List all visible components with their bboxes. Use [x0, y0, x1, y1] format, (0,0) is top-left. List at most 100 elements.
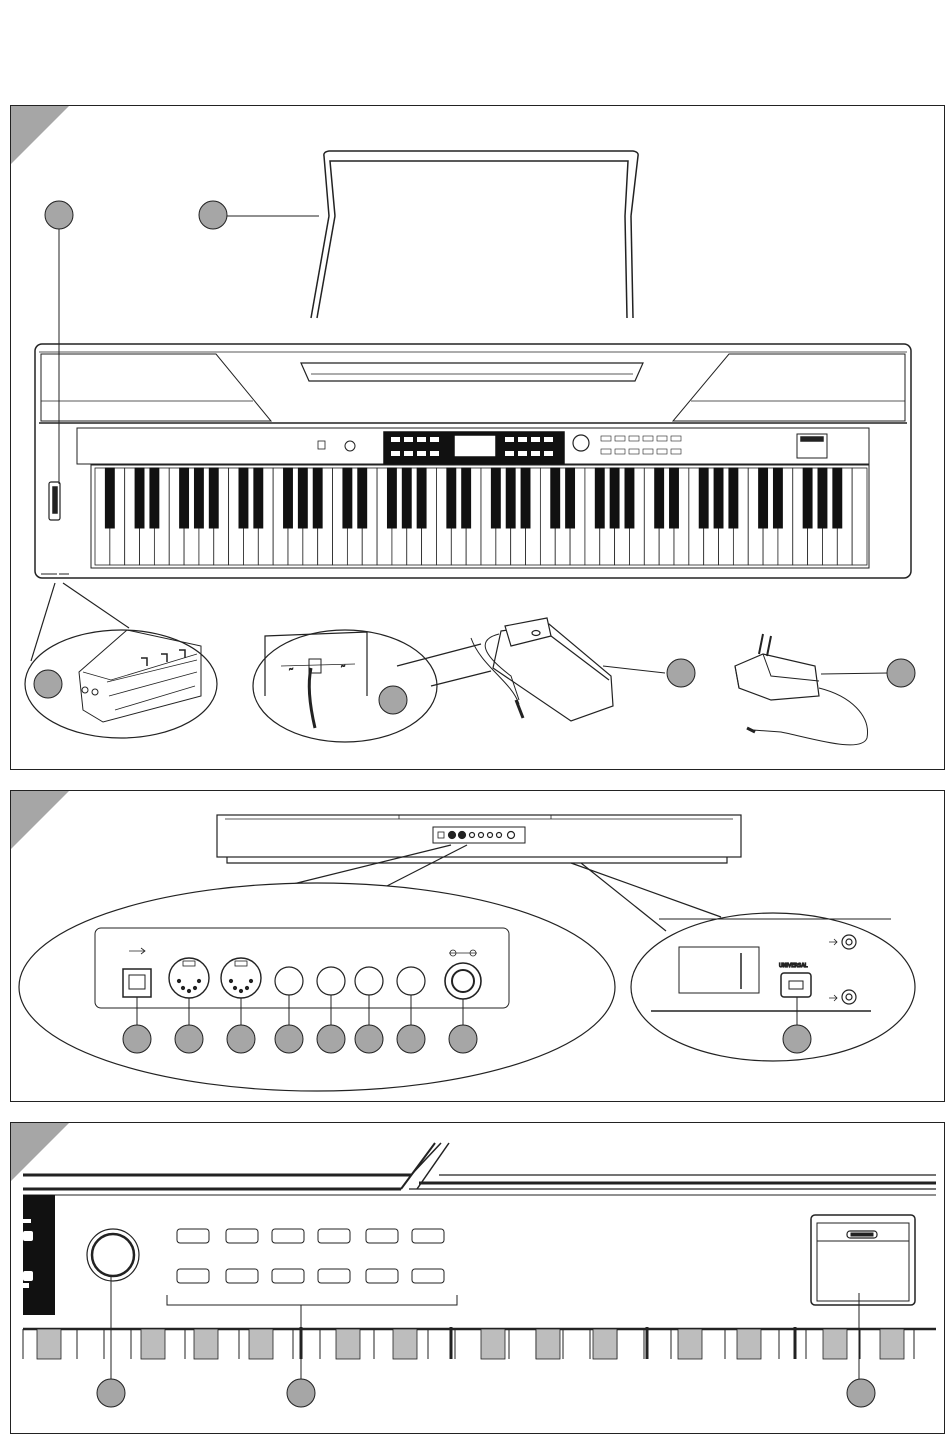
black-key	[655, 468, 664, 528]
black-key	[135, 468, 144, 528]
black-key	[239, 468, 248, 528]
black-key	[298, 468, 307, 528]
preset-button	[318, 1269, 350, 1283]
black-key	[37, 1329, 61, 1359]
callout-a2	[199, 201, 227, 229]
tone-button	[671, 436, 681, 441]
callout-b5	[317, 1025, 345, 1053]
black-key	[447, 468, 456, 528]
black-key	[714, 468, 723, 528]
black-key	[593, 1329, 617, 1359]
panel-button	[544, 437, 553, 442]
panel-edge-lines	[23, 1143, 936, 1195]
music-rest	[311, 151, 638, 318]
tone-button	[629, 449, 639, 454]
callout-b6	[355, 1025, 383, 1053]
button-rows	[177, 1229, 444, 1283]
black-key	[491, 468, 500, 528]
callout-markers	[97, 1379, 875, 1407]
tone-button	[615, 436, 625, 441]
callout-b7	[397, 1025, 425, 1053]
svg-text:~: ~	[341, 664, 345, 670]
tone-button	[601, 449, 611, 454]
black-key	[336, 1329, 360, 1359]
callout-c1	[97, 1379, 125, 1407]
preset-button	[366, 1269, 398, 1283]
switch-magnifier: ~ ~	[253, 630, 491, 742]
panel-button	[531, 437, 540, 442]
black-key	[284, 468, 293, 528]
callout-b1	[123, 1025, 151, 1053]
panel-b-rear-view: UNIVERSAL	[10, 790, 945, 1102]
panel-button	[404, 451, 413, 456]
sustain-pedal	[471, 618, 613, 721]
keyboard-keys	[95, 468, 867, 565]
svg-text:~: ~	[289, 667, 293, 673]
volume-knob	[87, 1229, 139, 1281]
black-key	[105, 468, 114, 528]
button-group-bracket	[167, 1295, 457, 1305]
panel-c-corner-tab	[11, 1123, 69, 1181]
keyboard-strip	[23, 1327, 936, 1359]
black-key	[737, 1329, 761, 1359]
preset-button	[226, 1269, 258, 1283]
panel-button	[505, 437, 514, 442]
black-key	[249, 1329, 273, 1359]
preset-button	[226, 1229, 258, 1243]
preset-button	[177, 1229, 209, 1243]
callout-a4	[379, 686, 407, 714]
universal-port-label: UNIVERSAL	[779, 963, 808, 969]
black-key	[254, 468, 263, 528]
tone-button	[657, 436, 667, 441]
tone-button	[643, 449, 653, 454]
black-key	[595, 468, 604, 528]
tone-button	[657, 449, 667, 454]
black-key	[209, 468, 218, 528]
right-panel-buttons	[601, 436, 681, 454]
white-key	[852, 468, 867, 565]
panel-button	[417, 451, 426, 456]
panel-button	[404, 437, 413, 442]
callout-b8	[449, 1025, 477, 1053]
black-key	[462, 468, 471, 528]
tone-button	[629, 436, 639, 441]
callout-b9	[783, 1025, 811, 1053]
black-key	[818, 468, 827, 528]
black-key	[521, 468, 530, 528]
panel-button	[505, 451, 514, 456]
callout-c3	[847, 1379, 875, 1407]
black-key	[150, 468, 159, 528]
preset-button	[272, 1229, 304, 1243]
black-key	[759, 468, 768, 528]
preset-button	[412, 1229, 444, 1243]
rear-connectors-magnifier	[19, 883, 615, 1091]
tone-button	[615, 449, 625, 454]
panel-button	[430, 437, 439, 442]
tone-button	[671, 449, 681, 454]
black-key	[481, 1329, 505, 1359]
black-key	[402, 468, 411, 528]
black-key	[625, 468, 634, 528]
black-key	[141, 1329, 165, 1359]
black-key	[313, 468, 322, 528]
black-key	[343, 468, 352, 528]
panel-a-overview: ~ ~	[10, 105, 945, 770]
black-key	[729, 468, 738, 528]
callout-c2	[287, 1379, 315, 1407]
panel-button	[518, 451, 527, 456]
black-key	[566, 468, 575, 528]
black-key	[803, 468, 812, 528]
callout-a5	[667, 659, 695, 687]
black-key	[610, 468, 619, 528]
universal-port-magnifier: UNIVERSAL	[631, 913, 915, 1061]
black-key	[387, 468, 396, 528]
callout-a6	[887, 659, 915, 687]
black-key	[699, 468, 708, 528]
black-key	[536, 1329, 560, 1359]
side-jack-magnifier	[25, 583, 217, 738]
callout-b2	[175, 1025, 203, 1053]
panel-button	[518, 437, 527, 442]
black-key	[773, 468, 782, 528]
black-key	[194, 468, 203, 528]
callout-a3	[34, 670, 62, 698]
